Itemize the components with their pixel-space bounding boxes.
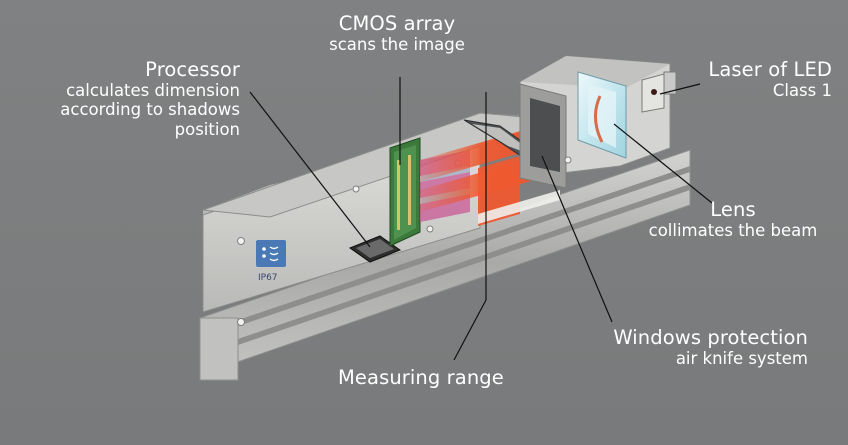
laser-source: [641, 71, 677, 113]
lens-title: Lens: [710, 198, 756, 221]
cmos-label: CMOS array scans the image: [322, 12, 472, 54]
processor-leader: [249, 91, 371, 248]
range-label: Measuring range: [338, 366, 528, 389]
laser-label: Laser of LED Class 1: [682, 58, 832, 100]
measuring-window: [478, 190, 560, 224]
windows-title: Windows protection: [613, 326, 808, 349]
processor-subtitle-line-1: calculates dimension: [66, 81, 240, 100]
lens-label: Lens collimates the beam: [622, 198, 844, 240]
laser-leader: [659, 83, 701, 95]
processor-subtitle-line-2: according to shadows: [60, 100, 240, 120]
cmos-title: CMOS array: [338, 12, 456, 35]
base-rail: [199, 149, 691, 381]
windows-leader: [541, 155, 613, 323]
processor-subtitle-line-3: position: [174, 119, 240, 139]
ip-badge: IP67: [256, 240, 286, 283]
leader-lines: [249, 77, 713, 361]
emitter-housing: [519, 55, 671, 189]
windows-label: Windows protection air knife system: [592, 326, 808, 368]
laser-title: Laser of LED: [708, 58, 832, 81]
cmos-subtitle: scans the image: [329, 35, 465, 54]
windows-subtitle: air knife system: [675, 349, 808, 368]
range-title: Measuring range: [338, 366, 504, 389]
processor-title: Processor: [145, 58, 240, 81]
badge-text: IP67: [258, 273, 278, 283]
lens-subtitle: collimates the beam: [648, 221, 818, 240]
laser-subtitle: Class 1: [772, 81, 832, 100]
lens: [577, 71, 627, 159]
processor-label: Processor calculates dimension according…: [18, 58, 240, 139]
processor-chip: [348, 235, 402, 263]
lens-leader: [613, 123, 713, 204]
range-leader: [453, 299, 487, 361]
